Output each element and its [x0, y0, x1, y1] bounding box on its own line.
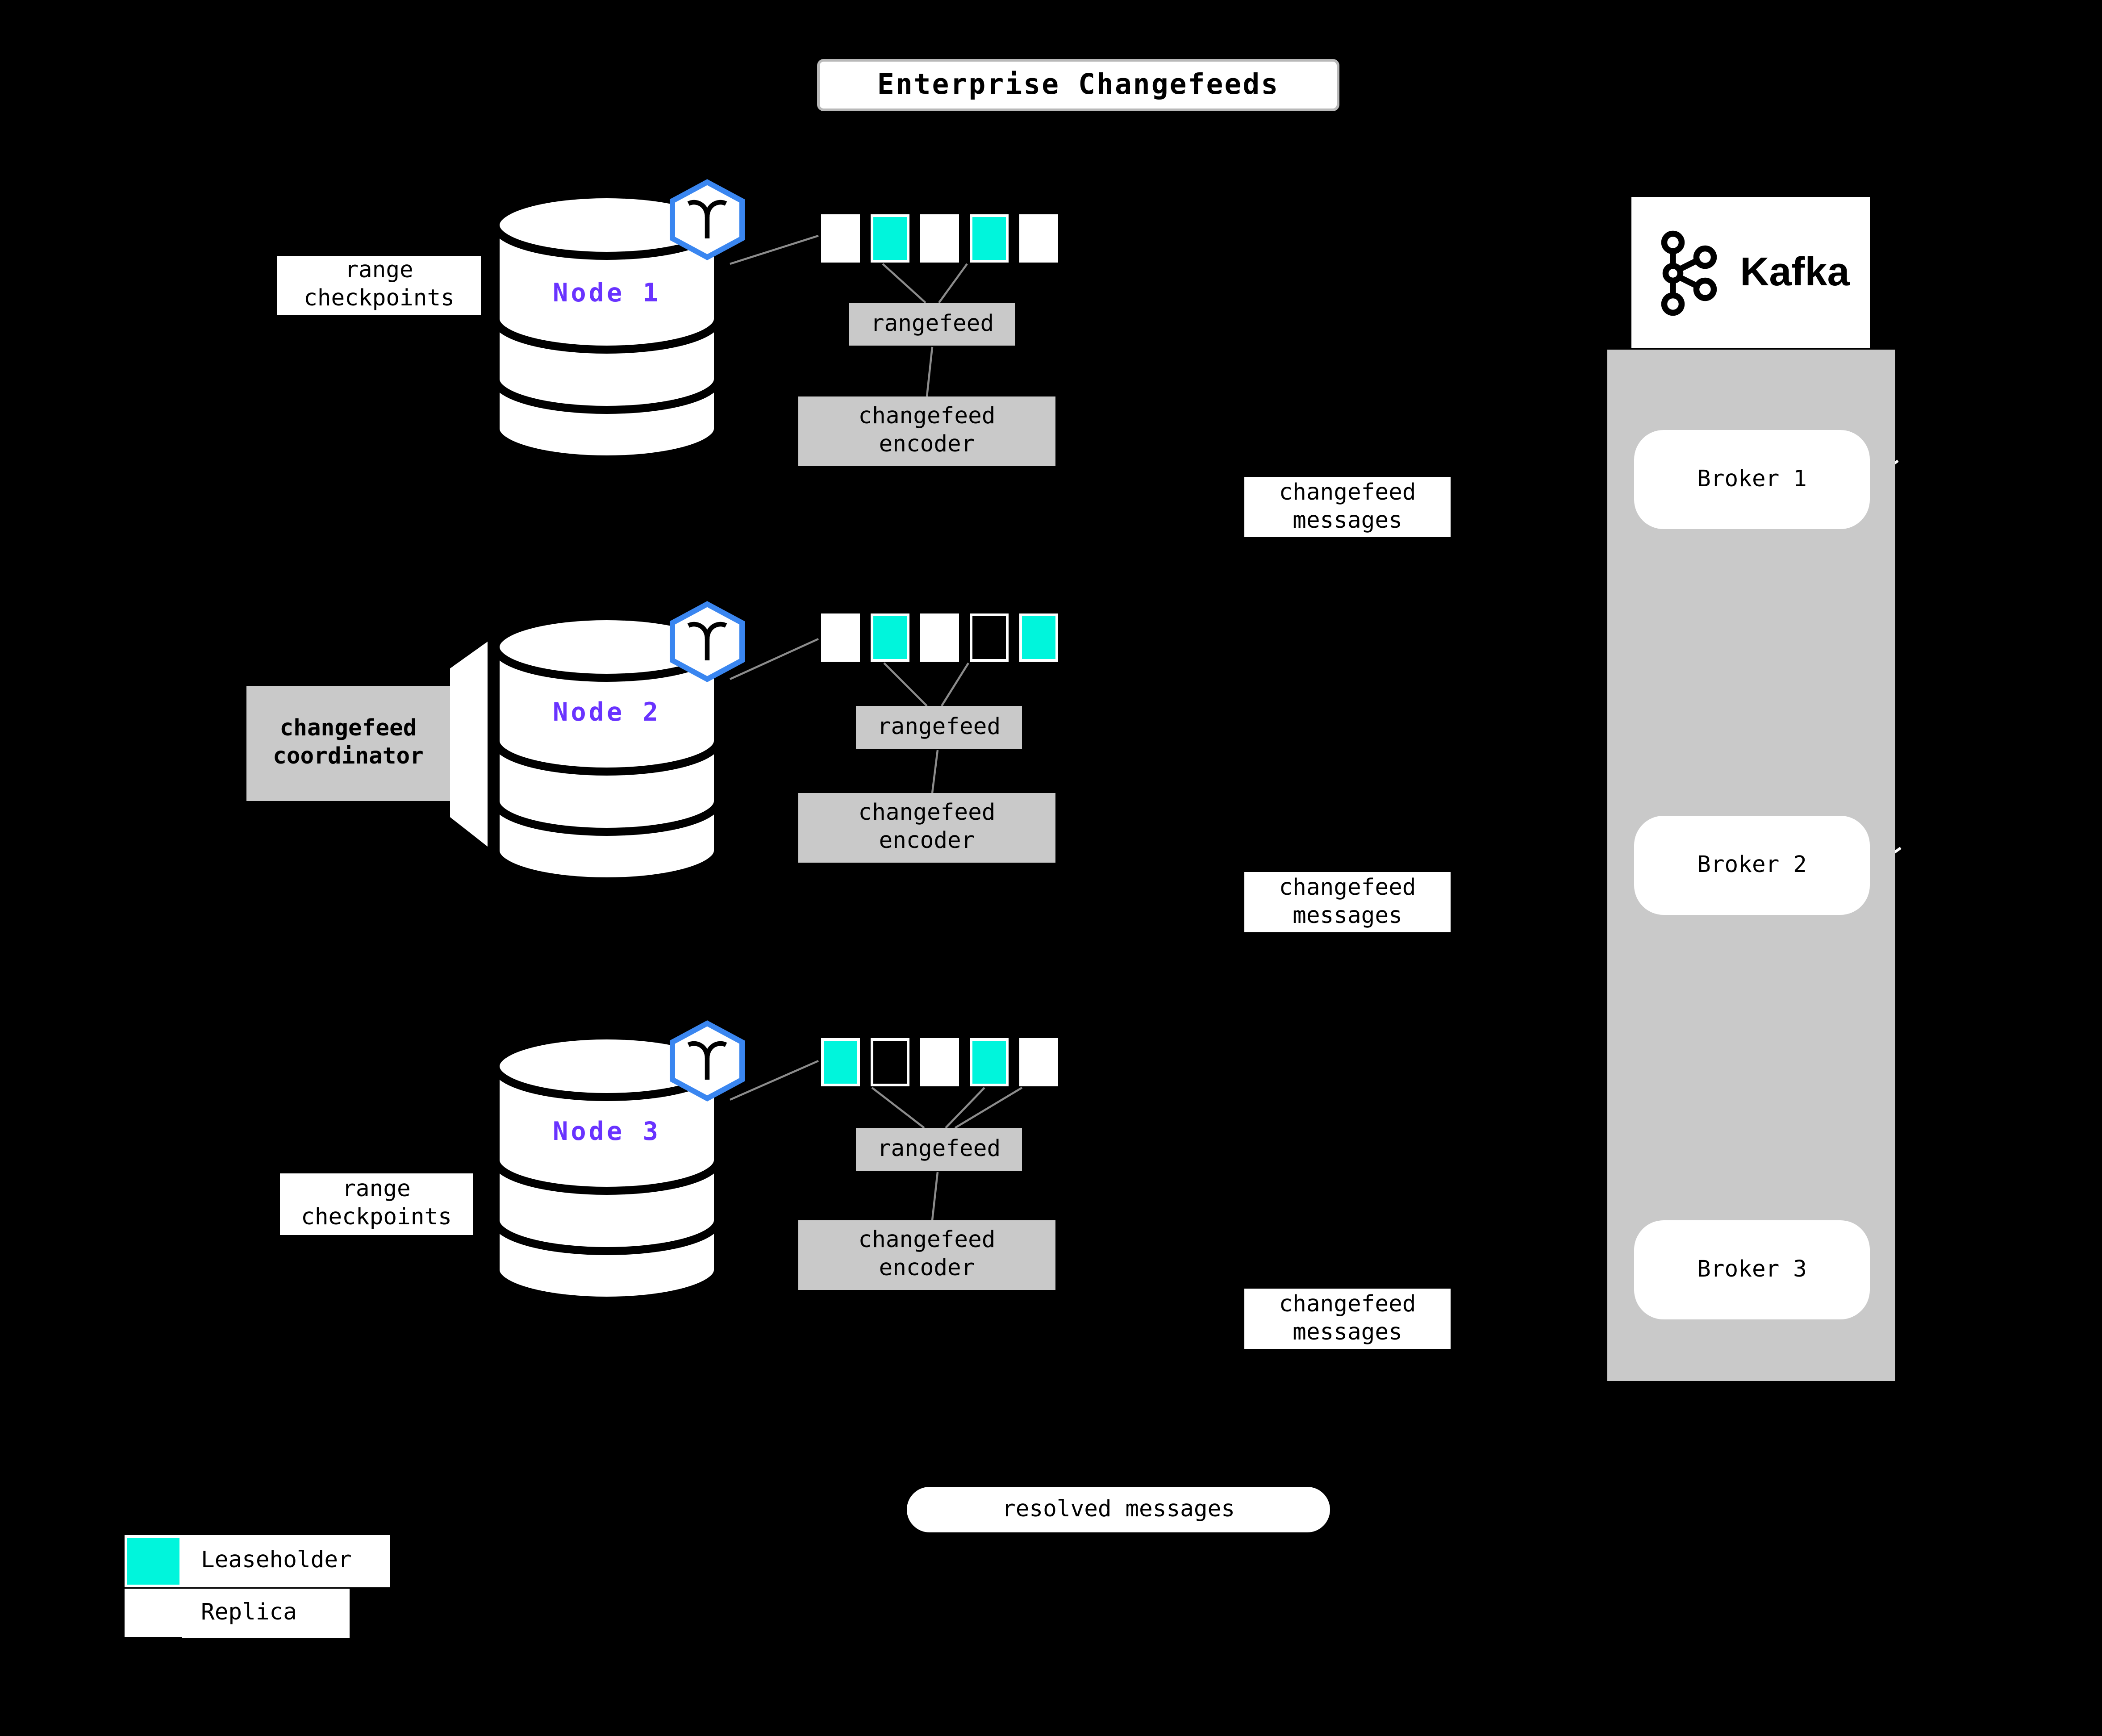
node2-database-cylinder	[492, 612, 722, 885]
leaseholder-square	[970, 1038, 1009, 1086]
rangefeed-label-node3: rangefeed	[856, 1128, 1022, 1171]
changefeed-coordinator-label: changefeed coordinator	[246, 686, 450, 801]
label-line: changefeed	[858, 800, 996, 826]
label-line: changefeed	[279, 715, 417, 742]
diagram-title: Enterprise Changefeeds	[817, 59, 1339, 111]
replica-square	[920, 214, 959, 263]
coordinator-arrow	[450, 642, 488, 847]
node3-label: Node 3	[553, 1117, 661, 1147]
label-line: range	[342, 1176, 411, 1203]
kafka-label: Kafka	[1740, 250, 1850, 294]
rangefeed-label-node1: rangefeed	[849, 303, 1015, 346]
label-line: range	[345, 257, 413, 284]
changefeed-messages-label-1: changefeed messages	[1244, 477, 1451, 537]
node3-database-cylinder	[492, 1031, 722, 1305]
rangefeed-label-node2: rangefeed	[856, 706, 1022, 749]
label-line: changefeed	[858, 403, 996, 430]
broker-1: Broker 1	[1634, 430, 1870, 529]
replica-square	[821, 214, 860, 263]
leaseholder-square	[821, 1038, 860, 1086]
label-line: encoder	[879, 431, 975, 458]
range-checkpoints-label-node3: range checkpoints	[280, 1173, 473, 1235]
changefeed-encoder-node2: changefeed encoder	[798, 793, 1055, 863]
replica-square	[821, 613, 860, 662]
changefeed-encoder-node3: changefeed encoder	[798, 1220, 1055, 1290]
legend-replica-swatch	[125, 1589, 182, 1637]
changefeed-messages-label-3: changefeed messages	[1244, 1289, 1451, 1349]
changefeed-messages-label-2: changefeed messages	[1244, 872, 1451, 932]
cockroachdb-icon	[670, 1020, 745, 1102]
resolved-messages-label: resolved messages	[907, 1487, 1330, 1532]
cockroachdb-icon	[670, 601, 745, 682]
node1-replica-row	[821, 214, 1058, 263]
cockroachdb-icon	[670, 179, 745, 260]
replica-square	[920, 613, 959, 662]
legend-replica-label: Replica	[182, 1589, 350, 1638]
node2-label: Node 2	[553, 698, 661, 727]
replica-square	[1019, 214, 1058, 263]
label-line: encoder	[879, 828, 975, 855]
legend-leaseholder-label: Leaseholder	[182, 1535, 390, 1587]
label-line: checkpoints	[301, 1204, 452, 1231]
label-line: checkpoints	[304, 285, 455, 312]
node2-replica-row	[821, 613, 1058, 662]
label-line: messages	[1293, 507, 1402, 534]
empty-square	[871, 1038, 909, 1086]
label-line: changefeed	[858, 1227, 996, 1254]
label-line: messages	[1293, 1319, 1402, 1346]
replica-square	[1019, 1038, 1058, 1086]
label-line: messages	[1293, 902, 1402, 929]
broker-2: Broker 2	[1634, 816, 1870, 915]
leaseholder-square	[970, 214, 1009, 263]
legend-leaseholder-swatch	[125, 1535, 182, 1587]
replica-square	[920, 1038, 959, 1086]
range-checkpoints-label-node1: range checkpoints	[277, 256, 481, 315]
node1-label: Node 1	[553, 279, 661, 308]
leaseholder-square	[1019, 613, 1058, 662]
label-line: coordinator	[273, 743, 424, 770]
label-line: changefeed	[1279, 479, 1416, 506]
label-line: encoder	[879, 1255, 975, 1282]
leaseholder-square	[871, 613, 909, 662]
broker-3: Broker 3	[1634, 1220, 1870, 1319]
changefeed-encoder-node1: changefeed encoder	[798, 396, 1055, 466]
empty-square	[970, 613, 1009, 662]
leaseholder-square	[871, 214, 909, 263]
kafka-icon	[1661, 230, 1717, 315]
node3-replica-row	[821, 1038, 1058, 1086]
label-line: changefeed	[1279, 1290, 1416, 1318]
label-line: changefeed	[1279, 874, 1416, 901]
kafka-logo-box: Kafka	[1631, 197, 1870, 348]
